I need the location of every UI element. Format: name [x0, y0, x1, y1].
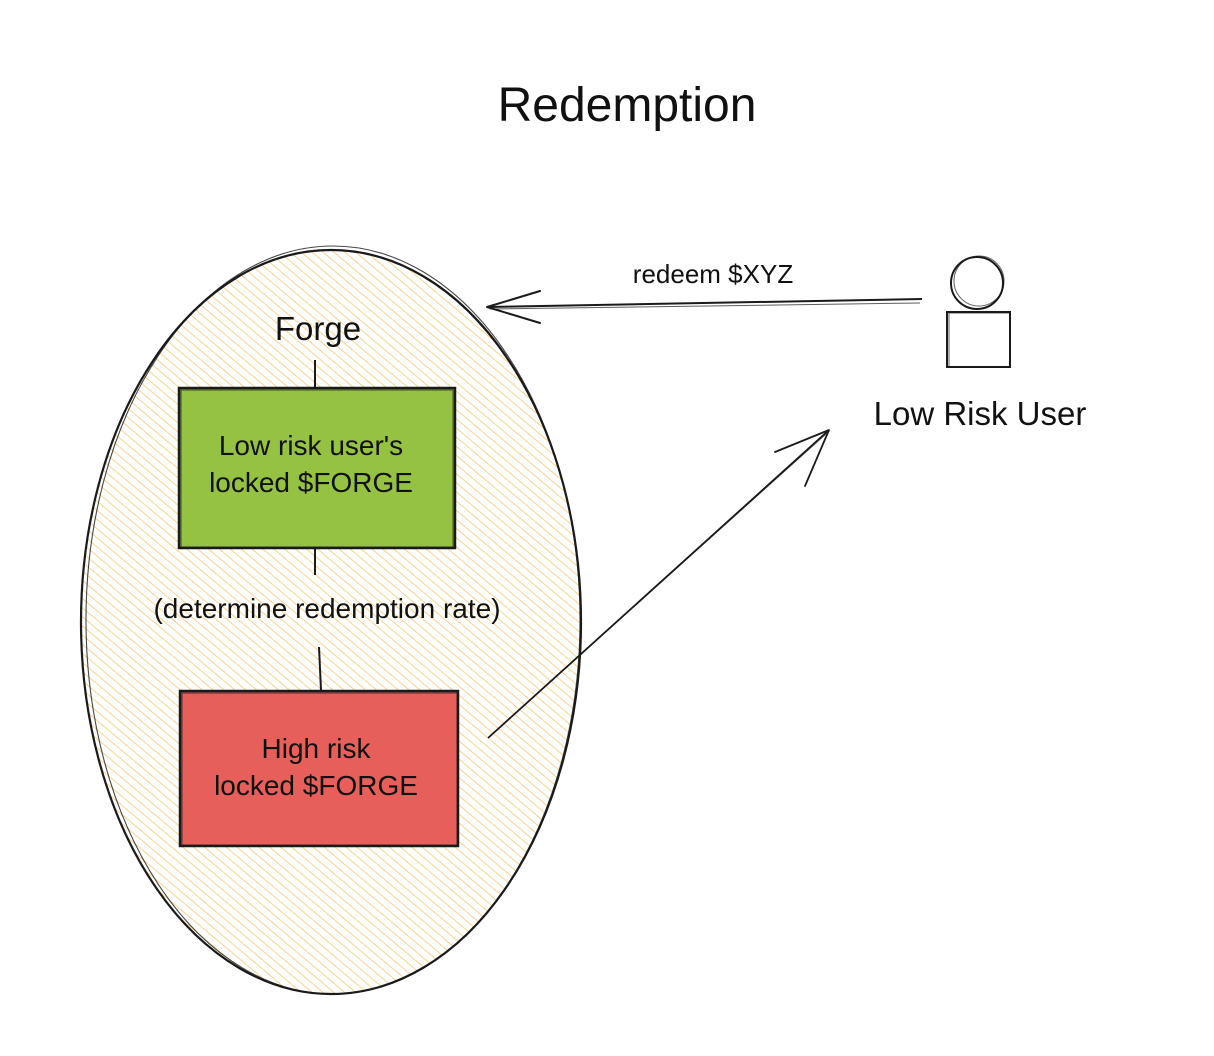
low-risk-box: Low risk user's locked $FORGE [177, 386, 457, 550]
forge-label: Forge [275, 310, 361, 347]
redeem-arrow-shaft-sketch [489, 302, 921, 310]
low-risk-box-fill [177, 386, 457, 550]
low-risk-box-line-1: Low risk user's [219, 430, 403, 461]
redeem-arrow-head [486, 290, 541, 324]
person-head [950, 256, 1004, 310]
low-risk-user-label: Low Risk User [874, 395, 1087, 432]
high-risk-box-sketch [181, 692, 458, 846]
person-icon [946, 255, 1011, 368]
low-risk-box-sketch [180, 389, 454, 548]
redeem-arrow-label: redeem $XYZ [633, 259, 794, 289]
redeem-arrow-shaft [486, 298, 923, 308]
person-body-sketch [948, 312, 1011, 368]
redemption-rate-label: (determine redemption rate) [153, 593, 500, 624]
high-risk-box-fill [178, 689, 460, 848]
low-risk-box-line-2: locked $FORGE [209, 467, 413, 498]
payout-arrow-head [774, 429, 830, 487]
connector-label-to-high [318, 646, 322, 691]
forge-ellipse-outline-sketch [85, 245, 581, 995]
person-body [946, 311, 1011, 368]
payout-arrow-shaft-sketch [491, 433, 827, 735]
payout-arrow [487, 429, 830, 739]
diagram-title: Redemption [498, 79, 757, 132]
person-head-sketch [953, 255, 1005, 307]
high-risk-box: High risk locked $FORGE [178, 689, 460, 848]
redeem-arrow [486, 290, 923, 324]
high-risk-box-line-2: locked $FORGE [214, 770, 418, 801]
high-risk-box-line-1: High risk [262, 733, 372, 764]
